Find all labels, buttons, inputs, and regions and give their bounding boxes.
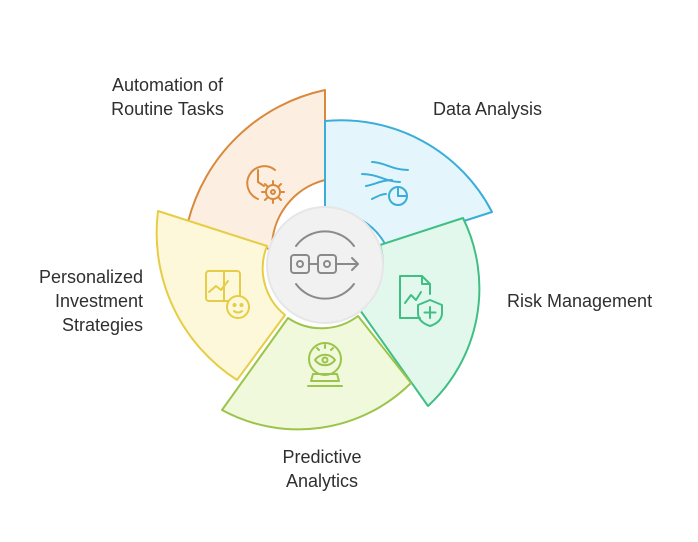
segment-personalized-strategies [155,210,286,381]
label-personalized-strategies-line-3: Strategies [61,315,143,335]
document-shield-icon [399,275,443,327]
label-automation: Automation of Routine Tasks [60,73,275,121]
label-predictive-analytics: Predictive Analytics [222,445,422,493]
chart-person-icon [205,270,250,319]
label-predictive-analytics-line-1: Predictive [282,447,362,467]
label-data-analysis-line-1: Data Analysis [433,99,543,119]
linked-flow-icon [290,230,359,300]
label-automation-line-2: Routine Tasks [111,99,224,119]
label-risk-management-line-1: Risk Management [507,291,653,311]
data-stream-chart-icon [361,161,409,206]
center-hub [266,206,384,324]
crystal-ball-eye-icon [307,342,343,387]
label-personalized-strategies-line-1: Personalized [38,267,143,287]
label-data-analysis: Data Analysis [433,97,613,121]
label-risk-management: Risk Management [507,289,687,313]
label-predictive-analytics-line-2: Analytics [285,471,359,491]
segment-automation [187,89,326,251]
clock-gear-icon [246,165,285,204]
label-personalized-strategies-line-2: Investment [54,291,143,311]
label-personalized-strategies: Personalized Investment Strategies [0,265,143,337]
label-automation-line-1: Automation of [111,75,224,95]
